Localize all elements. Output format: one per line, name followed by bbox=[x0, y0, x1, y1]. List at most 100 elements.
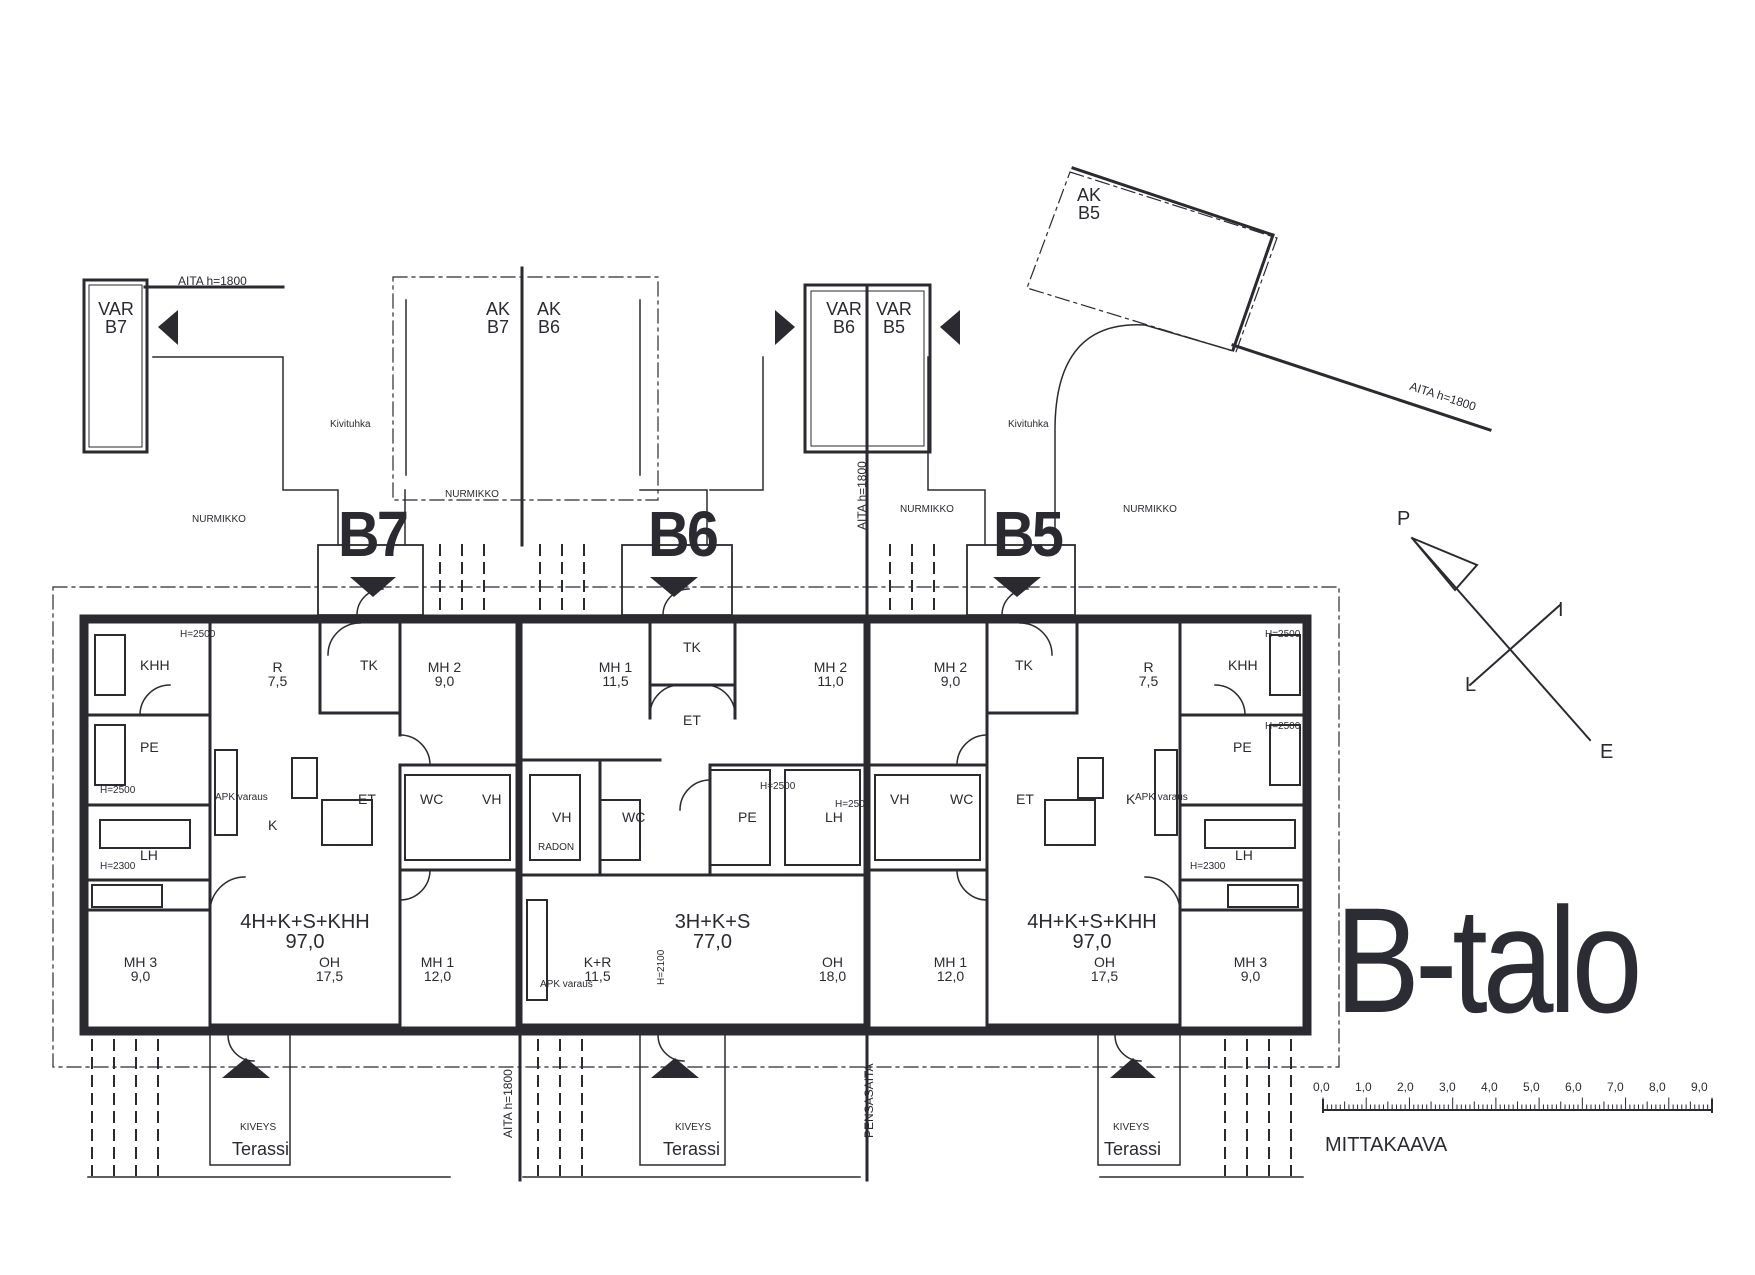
room-lh: LH bbox=[140, 847, 158, 863]
height-note: H=2500 bbox=[1265, 721, 1301, 732]
paving-stripes bbox=[91, 544, 1292, 1176]
stone-ash-label: Kivituhka bbox=[1008, 419, 1049, 430]
unit-label-b5: B5 bbox=[993, 498, 1064, 570]
lawn-label: NURMIKKO bbox=[900, 504, 954, 515]
lawn-label: NURMIKKO bbox=[192, 514, 246, 525]
room-khh: KHH bbox=[1228, 657, 1258, 673]
room-et: ET bbox=[358, 791, 376, 807]
terraces bbox=[87, 1034, 1304, 1178]
stone-ash-label: Kivituhka bbox=[330, 419, 371, 430]
building-title: B-talo bbox=[1335, 876, 1643, 1044]
scale-tick-label: 1,0 bbox=[1355, 1080, 1372, 1094]
radon-note: RADON bbox=[538, 842, 575, 853]
shed-doors bbox=[158, 310, 960, 345]
interior-walls-b7 bbox=[86, 621, 517, 1029]
paving-label: KIVEYS bbox=[675, 1122, 712, 1133]
room-khh: KHH bbox=[140, 657, 170, 673]
room-vh: VH bbox=[552, 809, 572, 825]
height-note: H=2100 bbox=[656, 949, 667, 985]
lawn-label: NURMIKKO bbox=[1123, 504, 1177, 515]
ak-walls bbox=[405, 299, 641, 476]
compass-p: P bbox=[1397, 508, 1411, 530]
scale-tick-label: 8,0 bbox=[1649, 1080, 1666, 1094]
building-outer-wall bbox=[79, 614, 1312, 1036]
scale-tick-label: 6,0 bbox=[1565, 1080, 1582, 1094]
interior-walls-b6 bbox=[521, 621, 865, 1027]
compass-e: E bbox=[1600, 741, 1614, 763]
scale-tick-label: 4,0 bbox=[1481, 1080, 1498, 1094]
height-note: H=2500 bbox=[100, 785, 136, 796]
height-note: H=2500 bbox=[1265, 629, 1301, 640]
room-vh: VH bbox=[482, 791, 502, 807]
scale-tick-label: 3,0 bbox=[1439, 1080, 1456, 1094]
garden-paths bbox=[152, 324, 1231, 546]
entrance-arrows bbox=[222, 577, 1156, 1078]
plot-boundary bbox=[52, 171, 1340, 1068]
apk-note: APK varaus bbox=[540, 979, 593, 990]
scale-tick-label: 0,0 bbox=[1313, 1080, 1330, 1094]
scale-tick-label: 9,0 bbox=[1691, 1080, 1708, 1094]
compass-i: I bbox=[1558, 599, 1564, 621]
party-walls bbox=[515, 615, 871, 1035]
room-k: K bbox=[1126, 791, 1136, 807]
room-vh: VH bbox=[890, 791, 910, 807]
room-wc: WC bbox=[950, 791, 974, 807]
room-et: ET bbox=[1016, 791, 1034, 807]
room-tk: TK bbox=[1015, 657, 1033, 673]
lawn-label: NURMIKKO bbox=[445, 489, 499, 500]
room-k: K bbox=[268, 817, 278, 833]
paving-label: KIVEYS bbox=[240, 1122, 277, 1133]
fence-label: AITA h=1800 bbox=[855, 461, 869, 530]
unit-label-b6: B6 bbox=[648, 498, 719, 570]
paving-label: KIVEYS bbox=[1113, 1122, 1150, 1133]
room-tk: TK bbox=[360, 657, 378, 673]
room-pe: PE bbox=[140, 739, 159, 755]
sheds bbox=[82, 278, 932, 454]
terrace-label: Terassi bbox=[1104, 1139, 1162, 1159]
scale-ticks bbox=[1322, 1097, 1713, 1111]
room-tk: TK bbox=[683, 639, 701, 655]
apk-note: APK varaus bbox=[1135, 792, 1188, 803]
room-lh: LH bbox=[825, 809, 843, 825]
door-swings bbox=[139, 622, 1246, 913]
hedge-label: PENSASAITA bbox=[862, 1063, 876, 1138]
interior-walls-b5 bbox=[869, 621, 1305, 1029]
fixtures bbox=[91, 634, 1301, 1001]
shed-inner bbox=[88, 284, 925, 448]
compass-rose bbox=[1410, 536, 1592, 742]
scale-label: MITTAKAAVA bbox=[1325, 1134, 1448, 1156]
fences bbox=[143, 166, 1492, 1182]
height-note: H=2500 bbox=[760, 781, 796, 792]
room-pe: PE bbox=[738, 809, 757, 825]
room-et: ET bbox=[683, 712, 701, 728]
entrance-door-arcs bbox=[227, 588, 1142, 1062]
fence-label: AITA h=1800 bbox=[501, 1069, 515, 1138]
room-wc: WC bbox=[622, 809, 646, 825]
room-pe: PE bbox=[1233, 739, 1252, 755]
scale-tick-label: 2,0 bbox=[1397, 1080, 1414, 1094]
unit-label-b7: B7 bbox=[338, 498, 409, 570]
height-note: H=2500 bbox=[835, 799, 871, 810]
height-note: H=2300 bbox=[1190, 861, 1226, 872]
fence-label: AITA h=1800 bbox=[178, 274, 247, 288]
terrace-label: Terassi bbox=[663, 1139, 721, 1159]
apk-note: APK varaus bbox=[215, 792, 268, 803]
